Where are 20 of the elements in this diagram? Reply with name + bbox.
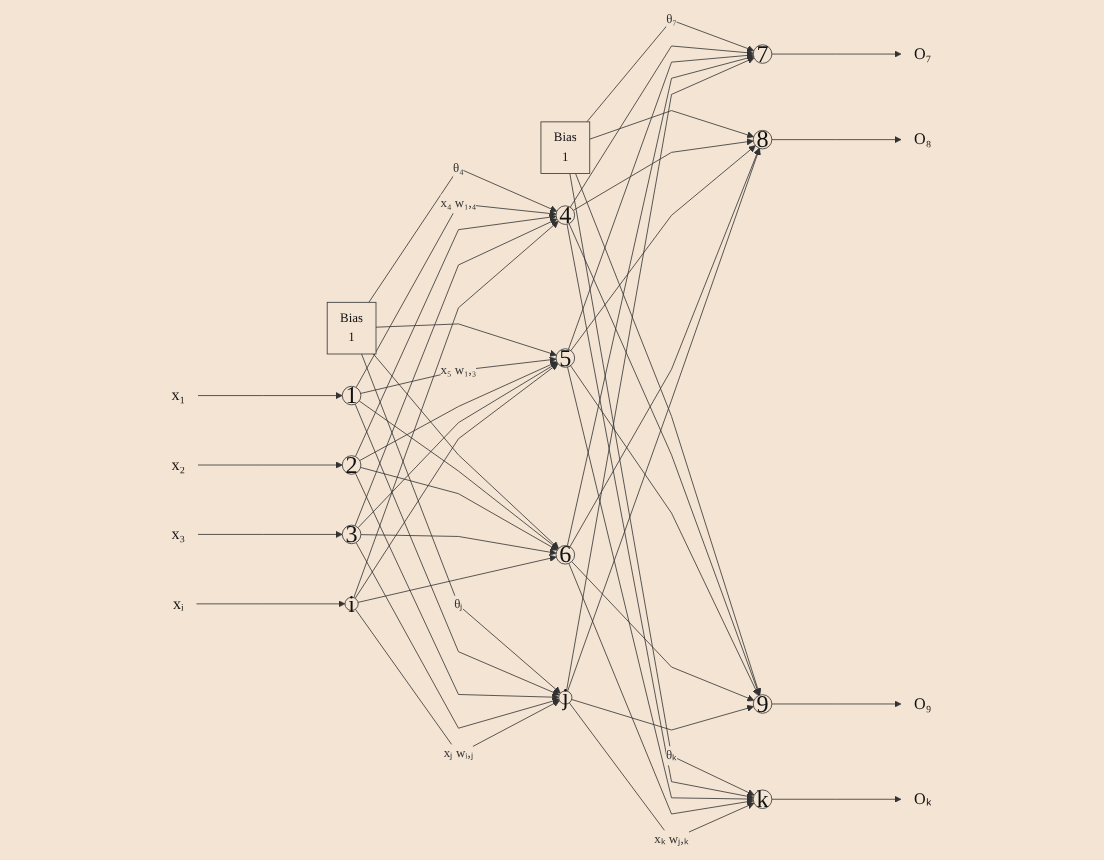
node-text: O₈ (914, 130, 932, 149)
node-circle: 2 (342, 455, 362, 475)
node-circle: k (753, 789, 773, 809)
node-circle: 5 (556, 348, 576, 368)
node-text: xᵢ (173, 594, 185, 613)
node-text: x₃ (172, 525, 186, 544)
node-text: x₁ (172, 386, 186, 405)
node-text: O₉ (914, 695, 932, 713)
node-circle: 9 (753, 694, 773, 714)
node-circle: 6 (556, 545, 576, 565)
node-circle: 7 (753, 44, 773, 64)
node-text: x₂ (172, 456, 186, 474)
node-circle: i (345, 596, 360, 611)
node-circle: 8 (753, 129, 773, 150)
node-circle: 3 (342, 524, 362, 545)
node-text: O₇ (914, 45, 932, 63)
node-circle: 1 (342, 385, 362, 406)
node-circle: 4 (556, 205, 576, 225)
node-label: j (562, 684, 570, 711)
node-text: Oₖ (914, 790, 932, 809)
